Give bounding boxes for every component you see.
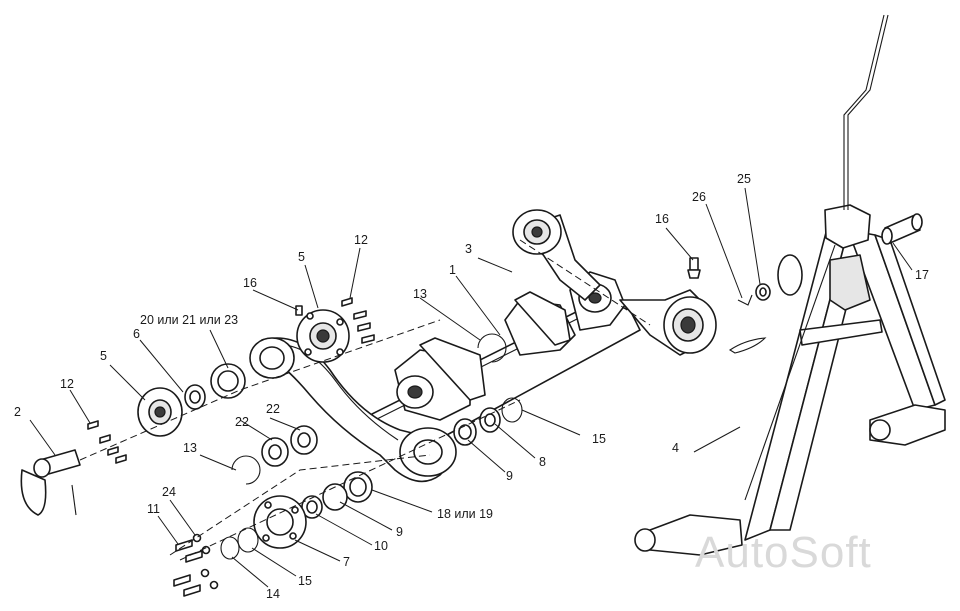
callout-8: 8 bbox=[539, 455, 546, 469]
cotter-pin-part-26 bbox=[728, 294, 767, 354]
circlip-part-13-upper bbox=[477, 333, 507, 363]
grease-nipple-part-16-left bbox=[295, 305, 303, 316]
assembly-axis-lines bbox=[79, 239, 651, 561]
callout-6: 6 bbox=[133, 327, 140, 341]
circlip-part-13-lower bbox=[231, 455, 261, 485]
callout-9-lower: 9 bbox=[396, 525, 403, 539]
callout-15-lower: 15 bbox=[298, 574, 312, 588]
callout-7: 7 bbox=[343, 555, 350, 569]
callout-18-or-19: 18 или 19 bbox=[437, 507, 493, 521]
grease-nipple-part-16-right bbox=[687, 257, 701, 279]
callout-13-upper: 13 bbox=[413, 287, 427, 301]
washer-part-25 bbox=[755, 283, 771, 301]
callout-5-upper: 5 bbox=[298, 250, 305, 264]
ring-part-14 bbox=[220, 536, 240, 560]
callout-20-or-21-or-23: 20 или 21 или 23 bbox=[140, 313, 238, 327]
callout-15-right: 15 bbox=[592, 432, 606, 446]
bolts-part-12-lower bbox=[87, 420, 127, 464]
callout-labels: 1 2 3 4 5 5 6 7 8 9 9 10 11 12 12 13 13 … bbox=[14, 172, 929, 601]
pin-part-17 bbox=[881, 213, 923, 245]
callout-13-lower: 13 bbox=[183, 441, 197, 455]
seal-part-6 bbox=[184, 384, 206, 410]
callout-2: 2 bbox=[14, 405, 21, 419]
ring-part-8 bbox=[479, 407, 501, 433]
stand-part-4 bbox=[634, 14, 946, 556]
bushing-part-18 bbox=[343, 471, 373, 503]
bushing-part-9-upper bbox=[453, 418, 477, 446]
callout-12-upper: 12 bbox=[354, 233, 368, 247]
ring-part-15-right bbox=[501, 397, 523, 423]
callout-16-left: 16 bbox=[243, 276, 257, 290]
callout-22-a: 22 bbox=[235, 415, 249, 429]
spacer-part-22-b bbox=[290, 425, 318, 455]
ring-part-15-lower bbox=[237, 527, 259, 553]
bushing-part-9-lower bbox=[322, 483, 348, 511]
hitch-pin-part-2 bbox=[20, 449, 81, 516]
callout-1: 1 bbox=[449, 263, 456, 277]
callout-5-lower: 5 bbox=[100, 349, 107, 363]
callout-3: 3 bbox=[465, 242, 472, 256]
callout-14: 14 bbox=[266, 587, 280, 601]
bearing-housing-part-5-upper bbox=[296, 309, 350, 363]
callout-12-lower: 12 bbox=[60, 377, 74, 391]
callout-22-b: 22 bbox=[266, 402, 280, 416]
leader-lines bbox=[29, 187, 913, 588]
washers-part-24 bbox=[192, 533, 219, 590]
callout-17: 17 bbox=[915, 268, 929, 282]
callout-4: 4 bbox=[672, 441, 679, 455]
callout-26: 26 bbox=[692, 190, 706, 204]
frame-part-1 bbox=[249, 209, 717, 483]
callout-9-upper: 9 bbox=[506, 469, 513, 483]
bolts-part-11 bbox=[173, 539, 203, 597]
spacer-part-22-a bbox=[261, 437, 289, 467]
callout-25: 25 bbox=[737, 172, 751, 186]
watermark: AutoSoft bbox=[695, 528, 872, 577]
callout-11: 11 bbox=[147, 502, 160, 516]
callout-24: 24 bbox=[162, 485, 176, 499]
callout-16-right: 16 bbox=[655, 212, 669, 226]
callout-10: 10 bbox=[374, 539, 388, 553]
bearing-housing-part-5-lower bbox=[137, 387, 183, 437]
bearing-part-20 bbox=[210, 363, 246, 399]
bolts-part-12-upper bbox=[341, 297, 375, 344]
